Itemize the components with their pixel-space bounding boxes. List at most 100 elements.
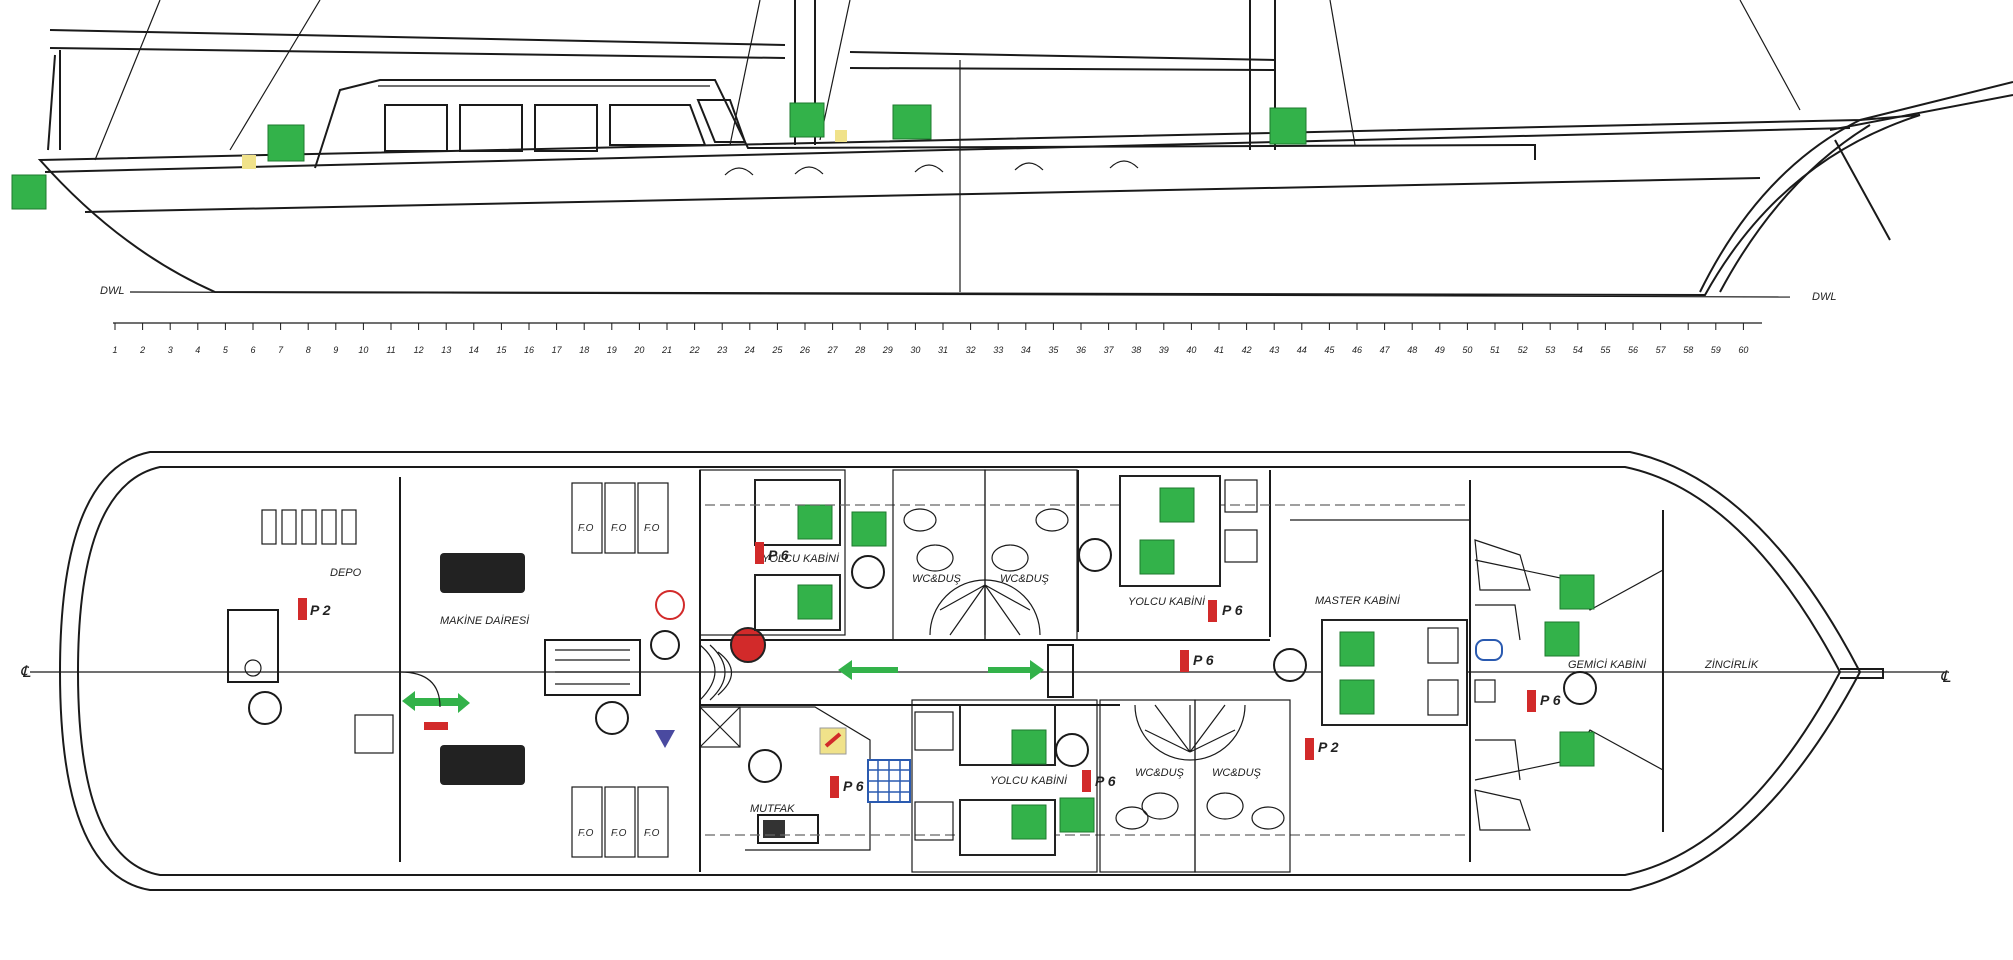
ruler-number: 24 <box>744 345 755 355</box>
ruler-number: 9 <box>333 345 338 355</box>
ruler-number: 37 <box>1104 345 1115 355</box>
svg-text:P 2: P 2 <box>1318 739 1339 755</box>
room-label-cabin: YOLCU KABİNİ <box>1128 596 1206 608</box>
fire-hydrant-icon <box>730 627 766 663</box>
ruler-number: 29 <box>882 345 893 355</box>
ruler-number: 21 <box>661 345 672 355</box>
battery-bank <box>440 553 525 593</box>
ruler-number: 45 <box>1324 345 1335 355</box>
lifejacket-sign-icon <box>1139 539 1175 575</box>
extinguisher-cabin-top: P 6 <box>755 542 789 564</box>
fuel-tank-label: F.O <box>578 828 594 839</box>
bilge-pump-icon <box>595 701 629 735</box>
deck-plan: ℄ ℄ DEPO P 2 MAKİNE DAİRESİ <box>20 451 1951 891</box>
ruler-number: 40 <box>1186 345 1196 355</box>
toilet-icon <box>1206 792 1244 820</box>
deckhouse <box>314 79 1536 169</box>
extinguisher-cabin-right: P 6 <box>1208 600 1243 622</box>
lifejacket-sign-icon <box>1544 621 1580 657</box>
waterline-label-aft: DWL <box>100 285 124 297</box>
escape-arrow-icon <box>838 660 898 680</box>
room-label-kitchen: MUTFAK <box>750 803 795 815</box>
ruler-number: 59 <box>1711 345 1721 355</box>
extinguisher-master: P 2 <box>1305 738 1339 760</box>
ruler-number: 49 <box>1435 345 1445 355</box>
ruler-number: 17 <box>552 345 563 355</box>
light-icon <box>835 130 847 142</box>
ruler-number: 22 <box>689 345 700 355</box>
bulkheads <box>399 470 1664 872</box>
rigging <box>94 0 1801 161</box>
main-boom <box>849 51 1276 71</box>
hatch <box>354 714 394 754</box>
ruler-number: 60 <box>1738 345 1748 355</box>
ruler-number: 32 <box>966 345 976 355</box>
room-label-cabin: YOLCU KABİNİ <box>762 553 840 565</box>
aft-boom <box>47 29 786 151</box>
lifejacket-sign-icon <box>851 511 887 547</box>
lifebuoy-sign-icon <box>789 102 825 138</box>
wc-shower-bottom: WC&DUŞ WC&DUŞ <box>1099 699 1291 873</box>
bilge-pump-icon <box>1563 671 1597 705</box>
hull-outline <box>37 114 1921 297</box>
fuel-tank-label: F.O <box>611 828 627 839</box>
ruler-number: 18 <box>579 345 589 355</box>
spiral-stair <box>929 579 1041 636</box>
fuel-tank-label: F.O <box>611 523 627 534</box>
svg-text:P 6: P 6 <box>1540 692 1561 708</box>
escape-arrow-icon <box>402 691 462 711</box>
ruler-number: 35 <box>1048 345 1059 355</box>
svg-text:P 6: P 6 <box>768 547 789 563</box>
lifejacket-sign-icon <box>1159 487 1195 523</box>
svg-text:P 6: P 6 <box>843 778 864 794</box>
lifejacket-sign-icon <box>1339 679 1375 715</box>
sink-icon <box>1475 639 1503 661</box>
crew-cabin: GEMİCİ KABİNİ P 6 ZİNCİRLİK <box>1474 539 1759 831</box>
ruler-number: 2 <box>139 345 145 355</box>
ruler-number: 14 <box>469 345 479 355</box>
ruler-number: 56 <box>1628 345 1638 355</box>
ruler-number: 47 <box>1380 345 1391 355</box>
ruler-number: 58 <box>1683 345 1693 355</box>
ruler-number: 20 <box>633 345 644 355</box>
bilge-pump-icon <box>851 555 885 589</box>
room-label-wc: WC&DUŞ <box>1212 767 1262 779</box>
ruler-number: 27 <box>827 345 839 355</box>
toilet-icon <box>1141 792 1179 820</box>
lifebuoy-sign-icon <box>1269 107 1307 145</box>
lifejacket-sign-icon <box>797 584 833 620</box>
passenger-cabin-upper-left: YOLCU KABİNİ P 6 <box>699 469 1470 636</box>
ruler-number: 23 <box>716 345 727 355</box>
exit-sign-icon <box>11 174 47 210</box>
fuel-tank-label: F.O <box>644 828 660 839</box>
hatch <box>1047 644 1074 698</box>
ruler-number: 16 <box>524 345 534 355</box>
ruler-number: 55 <box>1600 345 1611 355</box>
extinguisher-kitchen: P 6 <box>830 776 864 798</box>
ruler-number: 48 <box>1407 345 1417 355</box>
passenger-cabin-lower: YOLCU KABİNİ P 6 <box>911 699 1116 873</box>
sink-icon <box>1251 806 1285 830</box>
bilge-pump-icon <box>1273 648 1307 682</box>
waterline <box>129 291 1791 298</box>
master-cabin: MASTER KABİNİ P 2 <box>1273 519 1471 760</box>
ruler-number: 57 <box>1656 345 1667 355</box>
deckhouse-windows <box>384 99 747 152</box>
svg-text:P 2: P 2 <box>310 602 331 618</box>
extinguisher-cabin-bottom: P 6 <box>1082 770 1116 792</box>
room-label-master: MASTER KABİNİ <box>1315 595 1401 607</box>
svg-text:P 6: P 6 <box>1222 602 1243 618</box>
bilge-pump-icon <box>748 749 782 783</box>
light-icon <box>242 155 256 169</box>
alarm-icon <box>424 722 448 730</box>
ruler-number: 50 <box>1462 345 1472 355</box>
stove-icon <box>757 814 819 844</box>
ruler-number: 33 <box>993 345 1003 355</box>
room-label-depo: DEPO <box>330 567 362 579</box>
ruler-number: 30 <box>910 345 920 355</box>
ruler-number: 31 <box>938 345 948 355</box>
ruler-number: 41 <box>1214 345 1224 355</box>
ruler-number: 28 <box>854 345 865 355</box>
lifejacket-sign-icon <box>1059 797 1095 833</box>
